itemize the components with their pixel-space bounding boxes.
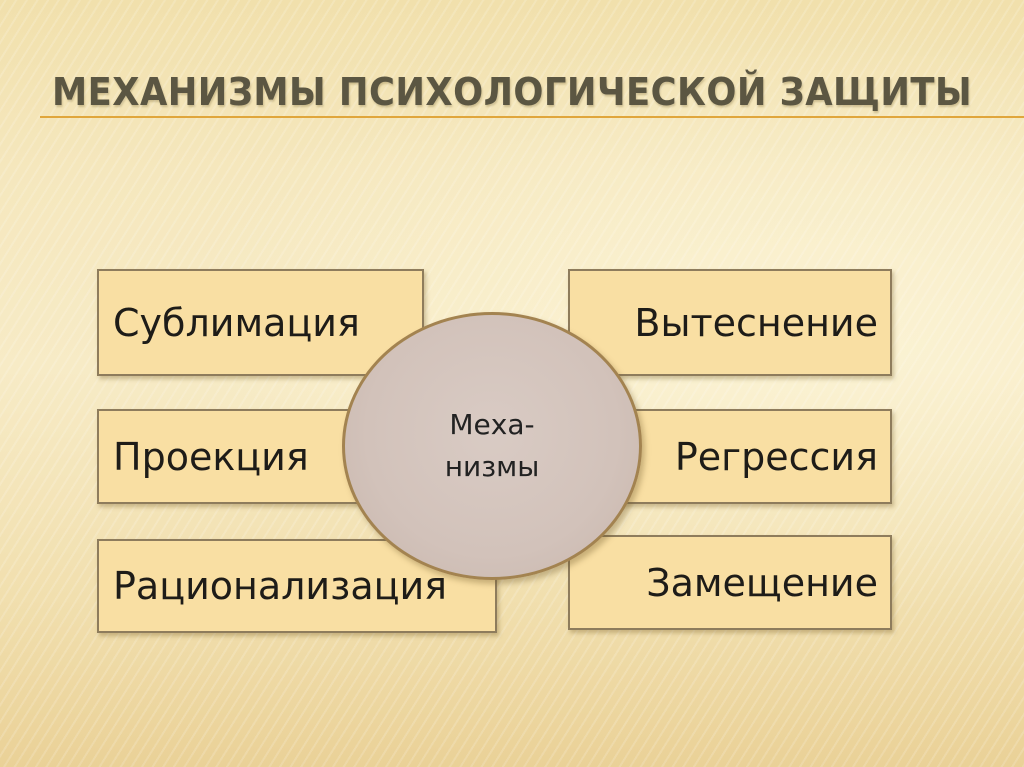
box-sublimation: Сублимация xyxy=(97,269,424,376)
center-circle: Меха- низмы xyxy=(342,312,642,580)
title-underline xyxy=(40,116,1024,118)
box-displacement: Замещение xyxy=(568,535,892,630)
box-rationalization: Рационализация xyxy=(97,539,497,633)
box-regression: Регрессия xyxy=(612,409,892,504)
box-repression: Вытеснение xyxy=(568,269,892,376)
center-label-line1: Меха- xyxy=(449,408,535,441)
center-label-line2: низмы xyxy=(444,450,540,483)
slide-title: МЕХАНИЗМЫ ПСИХОЛОГИЧЕСКОЙ ЗАЩИТЫ xyxy=(52,70,973,114)
box-projection: Проекция xyxy=(97,409,387,504)
